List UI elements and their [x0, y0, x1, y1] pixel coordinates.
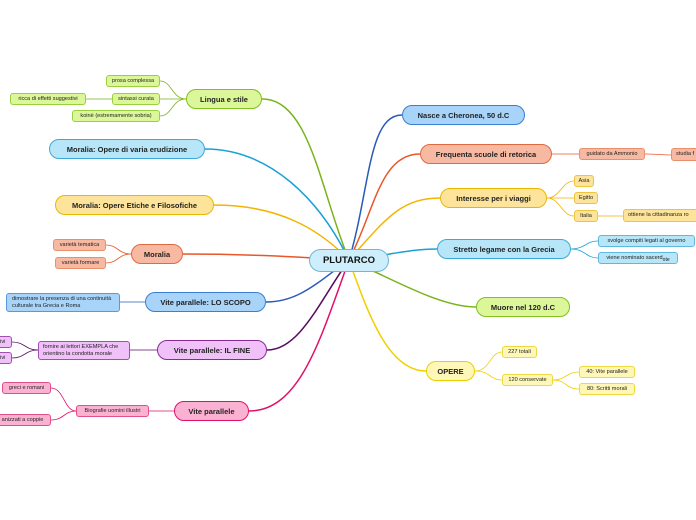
node-vite-40[interactable]: 40: Vite parallele: [579, 366, 635, 378]
node-compiti[interactable]: svolge compiti legati al governo: [598, 235, 695, 247]
node-vite[interactable]: Vite parallele: [174, 401, 249, 421]
node-lingua[interactable]: Lingua e stile: [186, 89, 262, 109]
node-effetti[interactable]: ricca di effetti suggestivi: [10, 93, 86, 105]
node-erudizione[interactable]: Moralia: Opere di varia erudizione: [49, 139, 205, 159]
node-sintassi[interactable]: sintassi curata: [112, 93, 160, 105]
node-totali[interactable]: 227 totali: [502, 346, 537, 358]
branch-viaggi: [348, 197, 441, 261]
node-tematica[interactable]: varietà tematica: [53, 239, 106, 251]
node-studia[interactable]: studia f: [671, 148, 696, 161]
node-sacerdote-tail: ote: [662, 257, 670, 263]
node-biografie[interactable]: Biografie uomini illustri: [76, 405, 149, 417]
node-nascita[interactable]: Nasce a Cheronea, 50 d.C: [402, 105, 525, 125]
node-koine[interactable]: koinè (estremamente sobria): [72, 110, 160, 122]
node-coppie[interactable]: anizzati a coppie: [0, 414, 51, 426]
node-fine-child-2[interactable]: tivi: [0, 352, 12, 364]
branch-vite: [248, 259, 350, 412]
node-formare[interactable]: varietà formare: [55, 257, 106, 269]
node-asia[interactable]: Asia: [574, 175, 594, 187]
node-morte[interactable]: Muore nel 120 d.C: [476, 297, 570, 317]
node-conservate[interactable]: 120 conservate: [502, 374, 553, 386]
node-dimostrare[interactable]: dimostrare la presenza di una continuità…: [6, 293, 120, 312]
node-scritti-80[interactable]: 80: Scritti morali: [579, 383, 635, 395]
branch-opere: [348, 259, 427, 372]
node-guidato[interactable]: guidato da Ammonio: [579, 148, 645, 160]
node-italia[interactable]: Italia: [574, 210, 598, 222]
node-fine-child-1[interactable]: tivi: [0, 336, 12, 348]
branch-lingua: [261, 98, 350, 261]
node-fine[interactable]: Vite parallele: IL FINE: [157, 340, 267, 360]
node-sacerdote-text: viene nominato sacerd: [606, 254, 663, 261]
node-greci[interactable]: greci e romani: [2, 382, 51, 394]
branch-fine: [266, 259, 350, 351]
node-fornire[interactable]: fornire ai lettori EXEMPLA che orientino…: [38, 341, 130, 360]
branch-scuole: [348, 153, 421, 261]
node-opere[interactable]: OPERE: [426, 361, 475, 381]
node-prosa[interactable]: prosa complessa: [106, 75, 160, 87]
node-cittadinanza[interactable]: ottiene la cittadinanza ro: [623, 209, 696, 222]
node-viaggi[interactable]: Interesse per i viaggi: [440, 188, 547, 208]
node-scuole[interactable]: Frequenta scuole di retorica: [420, 144, 552, 164]
node-etiche[interactable]: Moralia: Opere Etiche e Filosofiche: [55, 195, 214, 215]
node-moralia[interactable]: Moralia: [131, 244, 183, 264]
node-egitto[interactable]: Egitto: [574, 192, 598, 204]
node-grecia[interactable]: Stretto legame con la Grecia: [437, 239, 571, 259]
central-node[interactable]: PLUTARCO: [309, 249, 389, 272]
node-scopo[interactable]: Vite parallele: LO SCOPO: [145, 292, 266, 312]
branch-nascita: [348, 114, 403, 261]
branch-erudizione: [204, 148, 350, 261]
